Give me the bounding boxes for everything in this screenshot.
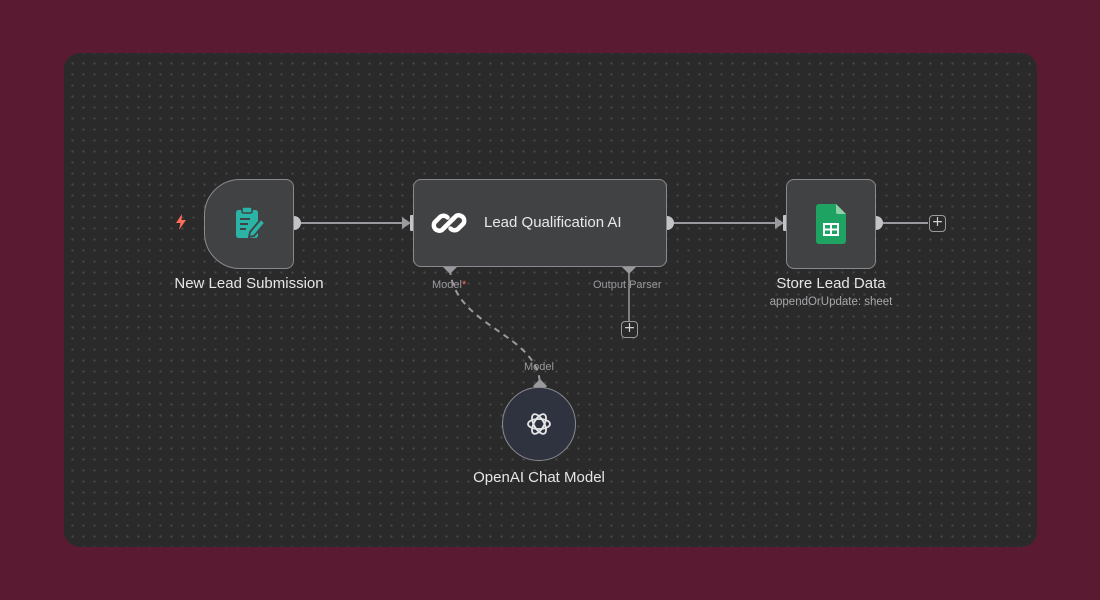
workflow-canvas[interactable]: New Lead Submission Lead Qualification A… bbox=[64, 53, 1037, 547]
node-openai-chat-model[interactable] bbox=[502, 387, 576, 461]
connection-arrow bbox=[402, 217, 411, 229]
google-sheets-icon bbox=[816, 204, 846, 244]
add-node-button[interactable]: + bbox=[929, 215, 946, 232]
form-edit-icon bbox=[236, 206, 267, 239]
connection-arrow bbox=[775, 217, 784, 229]
port-label-output-parser: Output Parser bbox=[593, 279, 662, 291]
chain-link-icon bbox=[431, 213, 467, 233]
node-label-sheets: Store Lead Data bbox=[776, 275, 886, 292]
trigger-bolt-icon bbox=[176, 214, 186, 230]
add-output-parser-button[interactable]: + bbox=[621, 321, 638, 338]
node-store-lead-data[interactable] bbox=[786, 179, 876, 269]
node-lead-qualification-ai[interactable]: Lead Qualification AI bbox=[413, 179, 667, 267]
node-new-lead-submission[interactable] bbox=[204, 179, 294, 269]
node-title-agent: Lead Qualification AI bbox=[484, 214, 622, 231]
node-label-model: OpenAI Chat Model bbox=[473, 469, 605, 486]
node-subtitle-sheets: appendOrUpdate: sheet bbox=[769, 296, 893, 308]
openai-icon bbox=[527, 413, 551, 435]
required-marker: * bbox=[461, 279, 467, 291]
node-label-trigger: New Lead Submission bbox=[174, 275, 324, 292]
port-label-model: Model* bbox=[432, 279, 467, 291]
model-port-label: Model bbox=[524, 361, 554, 373]
connection-model-to-agent[interactable] bbox=[449, 268, 541, 387]
